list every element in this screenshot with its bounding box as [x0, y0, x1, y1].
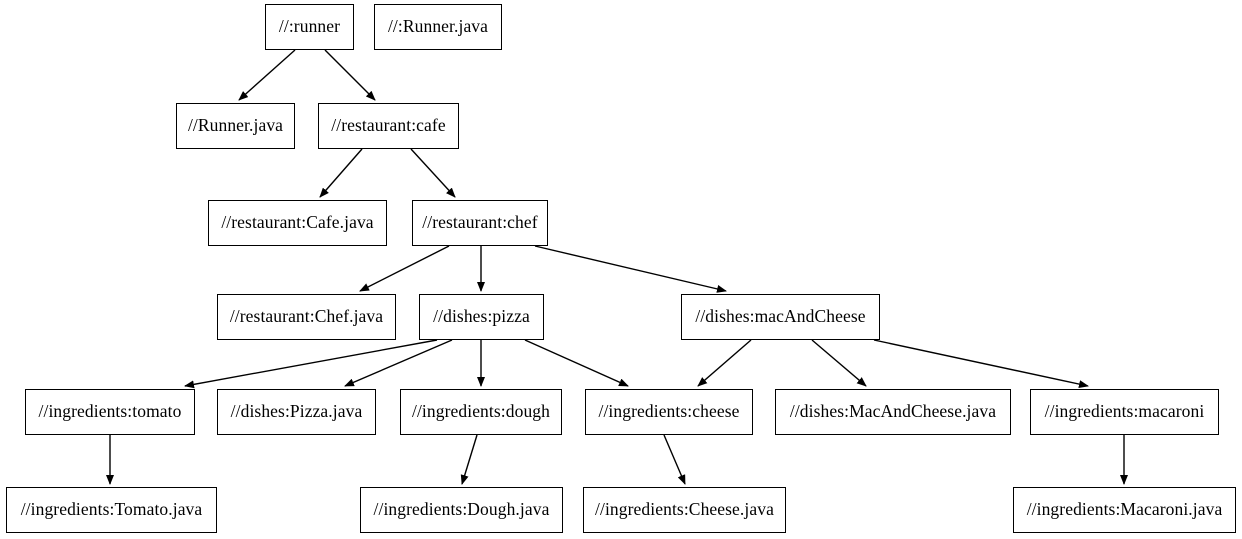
graph-edge-dishes_macandcheese-to-ingredients_cheese: [697, 339, 752, 387]
graph-node-ingredients_tomato_java[interactable]: //ingredients:Tomato.java: [6, 487, 217, 533]
graph-node-label: //ingredients:Tomato.java: [20, 499, 203, 520]
graph-node-ingredients_dough_java[interactable]: //ingredients:Dough.java: [360, 487, 563, 533]
graph-node-label: //ingredients:Dough.java: [373, 499, 550, 520]
graph-node-runner_java[interactable]: //Runner.java: [176, 103, 295, 149]
graph-edge-restaurant_cafe-to-restaurant_cafe_java: [319, 148, 363, 198]
graph-node-dishes_pizza_java[interactable]: //dishes:Pizza.java: [217, 389, 376, 435]
graph-node-ingredients_macaroni[interactable]: //ingredients:macaroni: [1030, 389, 1219, 435]
graph-edge-dishes_pizza-to-ingredients_cheese: [524, 339, 629, 387]
graph-node-restaurant_chef_java[interactable]: //restaurant:Chef.java: [217, 294, 396, 340]
graph-node-label: //ingredients:dough: [412, 401, 550, 422]
graph-node-label: //restaurant:chef: [422, 212, 538, 233]
graph-edge-dishes_pizza-to-dishes_pizza_java: [344, 339, 453, 387]
graph-node-label: //Runner.java: [187, 115, 284, 136]
graph-node-label: //dishes:macAndCheese: [695, 306, 866, 327]
graph-node-label: //dishes:Pizza.java: [230, 401, 363, 422]
graph-edge-restaurant_chef-to-dishes_macandcheese: [534, 245, 727, 293]
graph-node-label: //:Runner.java: [387, 16, 489, 37]
graph-node-ingredients_tomato[interactable]: //ingredients:tomato: [25, 389, 195, 435]
graph-node-ingredients_cheese_java[interactable]: //ingredients:Cheese.java: [583, 487, 786, 533]
graph-node-label: //ingredients:macaroni: [1044, 401, 1205, 422]
graph-edge-ingredients_cheese-to-ingredients_cheese_java: [663, 434, 686, 485]
graph-node-label: //dishes:MacAndCheese.java: [789, 401, 997, 422]
graph-node-label: //ingredients:cheese: [598, 401, 740, 422]
graph-edge-restaurant_chef-to-restaurant_chef_java: [359, 245, 450, 292]
graph-node-ingredients_macaroni_java[interactable]: //ingredients:Macaroni.java: [1013, 487, 1236, 533]
graph-node-restaurant_chef[interactable]: //restaurant:chef: [412, 200, 548, 246]
graph-node-restaurant_cafe[interactable]: //restaurant:cafe: [318, 103, 459, 149]
graph-edge-dishes_pizza-to-ingredients_tomato: [184, 339, 438, 389]
graph-edge-dishes_macandcheese-to-dishes_macandcheese_java: [811, 339, 867, 387]
graph-edge-runner-to-runner_java: [238, 49, 296, 101]
graph-node-dishes_macandcheese_java[interactable]: //dishes:MacAndCheese.java: [775, 389, 1011, 435]
graph-node-restaurant_cafe_java[interactable]: //restaurant:Cafe.java: [208, 200, 387, 246]
graph-node-label: //ingredients:Cheese.java: [595, 499, 774, 520]
graph-node-label: //:runner: [278, 16, 341, 37]
graph-node-dishes_macandcheese[interactable]: //dishes:macAndCheese: [681, 294, 880, 340]
graph-node-runner[interactable]: //:runner: [265, 4, 354, 50]
graph-node-root_runner_java[interactable]: //:Runner.java: [374, 4, 502, 50]
graph-edge-runner-to-restaurant_cafe: [324, 49, 376, 101]
graph-edge-ingredients_dough-to-ingredients_dough_java: [460, 434, 478, 485]
graph-node-label: //ingredients:tomato: [38, 401, 182, 422]
graph-node-dishes_pizza[interactable]: //dishes:pizza: [419, 294, 544, 340]
graph-edge-dishes_macandcheese-to-ingredients_macaroni: [873, 339, 1089, 389]
graph-node-ingredients_cheese[interactable]: //ingredients:cheese: [585, 389, 753, 435]
graph-node-label: //restaurant:Cafe.java: [221, 212, 374, 233]
graph-edge-restaurant_cafe-to-restaurant_chef: [410, 148, 456, 198]
graph-node-ingredients_dough[interactable]: //ingredients:dough: [400, 389, 562, 435]
graph-node-label: //restaurant:cafe: [331, 115, 446, 136]
graph-node-label: //dishes:pizza: [433, 306, 530, 327]
graph-node-label: //ingredients:Macaroni.java: [1026, 499, 1223, 520]
graph-node-label: //restaurant:Chef.java: [229, 306, 384, 327]
